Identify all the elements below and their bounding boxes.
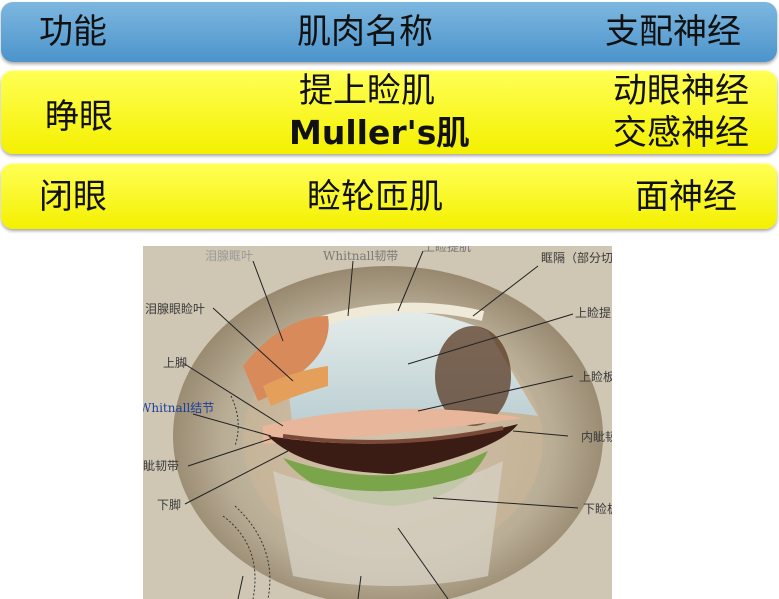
header-function: 功能 [39, 12, 107, 52]
label-upper-horn: 上脚 [163, 356, 188, 370]
row1-function: 睁眼 [45, 97, 113, 137]
label-levator-cut: 上睑提肌 [423, 246, 472, 254]
eyelid-anatomy-illustration [143, 246, 612, 599]
row1-muscle-muller: Muller's肌 [289, 113, 470, 152]
row1-nerve-oculomotor: 动眼神经 [613, 71, 749, 111]
table-row-open-eye: 睁眼 提上睑肌 Muller's肌 动眼神经 交感神经 [1, 70, 777, 154]
label-whitnall-ligament: Whitnall韧带 [323, 249, 399, 263]
label-levator-aponeurosis: 上睑提 [575, 306, 612, 320]
table-row-close-eye: 闭眼 睑轮匝肌 面神经 [1, 163, 777, 229]
row2-function: 闭眼 [39, 177, 107, 217]
label-upper-tarsus: 上睑板 [579, 370, 612, 384]
label-whitnall-tubercle: Whitnall结节 [143, 401, 215, 415]
label-orbital-septum: 眶隔（部分切 [541, 251, 612, 265]
label-lower-horn: 下脚 [157, 498, 182, 512]
label-lacrimal-palpebral: 泪腺眼睑叶 [145, 302, 206, 316]
table-header: 功能 肌肉名称 支配神经 [1, 2, 777, 62]
row2-muscle: 睑轮匝肌 [307, 177, 443, 217]
row1-nerve-sympathetic: 交感神经 [613, 113, 749, 153]
header-muscle: 肌肉名称 [297, 12, 433, 52]
label-lateral-canthal: 外眦韧带 [143, 459, 180, 473]
label-lower-tarsus: 下睑板 [583, 502, 612, 516]
header-nerve: 支配神经 [605, 12, 741, 52]
row1-muscle-levator: 提上睑肌 [299, 71, 435, 111]
row2-nerve: 面神经 [635, 177, 737, 217]
label-medial-canthal: 内眦韧 [581, 430, 612, 444]
eyelid-anatomy-figure: 泪腺眶叶 Whitnall韧带 上睑提肌 眶隔（部分切 泪腺眼睑叶 上睑提 上脚… [143, 246, 612, 599]
label-lacrimal-orbital: 泪腺眶叶 [205, 249, 254, 263]
